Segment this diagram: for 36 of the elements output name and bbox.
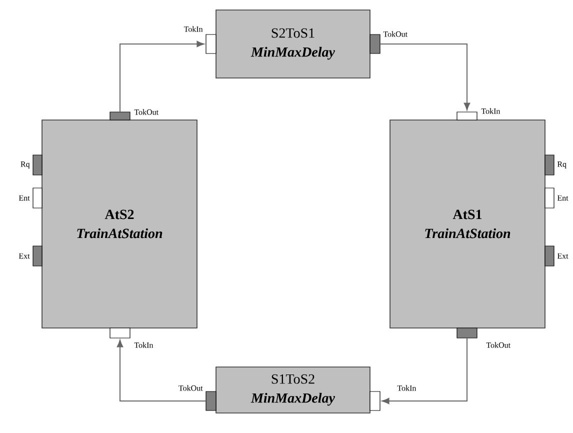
port-label: Ent xyxy=(18,195,30,201)
port-label: Ext xyxy=(18,253,30,259)
block-box: S1ToS2 MinMaxDelay xyxy=(216,366,370,414)
port-label: TokOut xyxy=(134,109,158,115)
block-box: AtS1 TrainAtStation xyxy=(390,120,546,328)
arrow xyxy=(120,40,204,112)
port-label: TokOut xyxy=(486,342,510,348)
arrow xyxy=(380,44,470,110)
port-box xyxy=(456,112,478,120)
port-label: Ent xyxy=(557,195,568,201)
port-label: TokIn xyxy=(184,26,203,32)
port-box xyxy=(370,34,380,54)
port-label: Ext xyxy=(557,253,568,259)
port-label: Rq xyxy=(557,162,566,168)
port-label: TokOut xyxy=(178,385,203,391)
port-label: TokOut xyxy=(383,31,408,37)
port-label: Rq xyxy=(20,162,30,168)
arrow xyxy=(382,338,468,404)
port-box xyxy=(32,154,42,176)
port-box xyxy=(456,328,478,338)
port-label: TokIn xyxy=(134,342,154,348)
port-box xyxy=(110,328,130,338)
port-box xyxy=(110,112,130,120)
block-box: AtS2 TrainAtStation xyxy=(42,120,198,328)
port-box xyxy=(32,246,42,266)
port-box xyxy=(370,391,380,411)
port-box xyxy=(544,246,554,266)
block-box: S2ToS1 MinMaxDelay xyxy=(216,10,370,78)
arrow xyxy=(116,340,206,402)
port-box xyxy=(206,34,216,54)
port-label: TokIn xyxy=(481,108,500,114)
port-box xyxy=(206,391,216,411)
port-box xyxy=(32,188,42,208)
port-box xyxy=(544,154,554,176)
port-box xyxy=(544,188,554,208)
port-label: TokIn xyxy=(397,385,416,391)
